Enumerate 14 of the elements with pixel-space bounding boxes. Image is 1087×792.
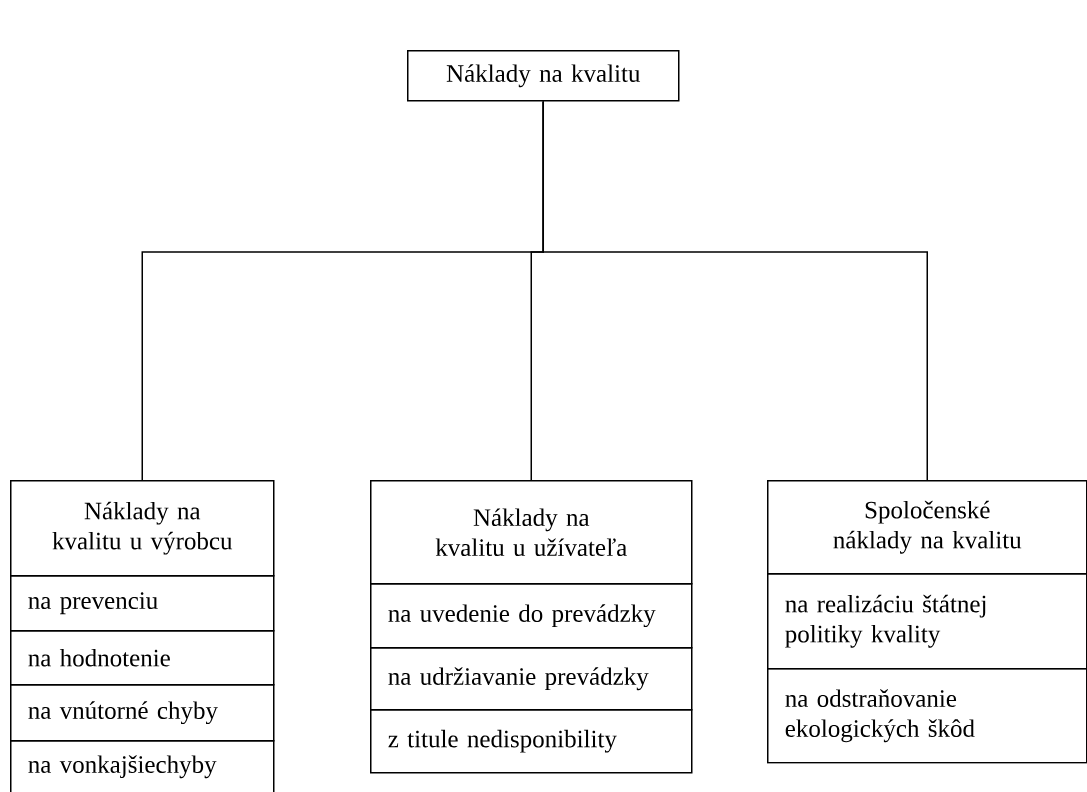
row-box: na udržiavanie prevádzky [370,647,693,711]
row-box: na vonkajšiechyby [10,740,275,792]
title-box: Náklady na kvalitu [407,50,680,102]
row-box: na prevenciu [10,575,275,632]
row-box: na odstraňovanie ekologických škôd [767,668,1087,764]
header-box: Náklady na kvalitu u užívateľa [370,480,693,585]
row-box: na hodnotenie [10,630,275,686]
row-box: na vnútorné chyby [10,684,275,742]
header-box: Náklady na kvalitu u výrobcu [10,480,275,577]
row-box: z titule nedisponibility [370,709,693,774]
header-box: Spoločenské náklady na kvalitu [767,480,1087,575]
connector-line [542,100,928,481]
row-box: na uvedenie do prevádzky [370,583,693,649]
row-box: na realizáciu štátnej politiky kvality [767,573,1087,670]
